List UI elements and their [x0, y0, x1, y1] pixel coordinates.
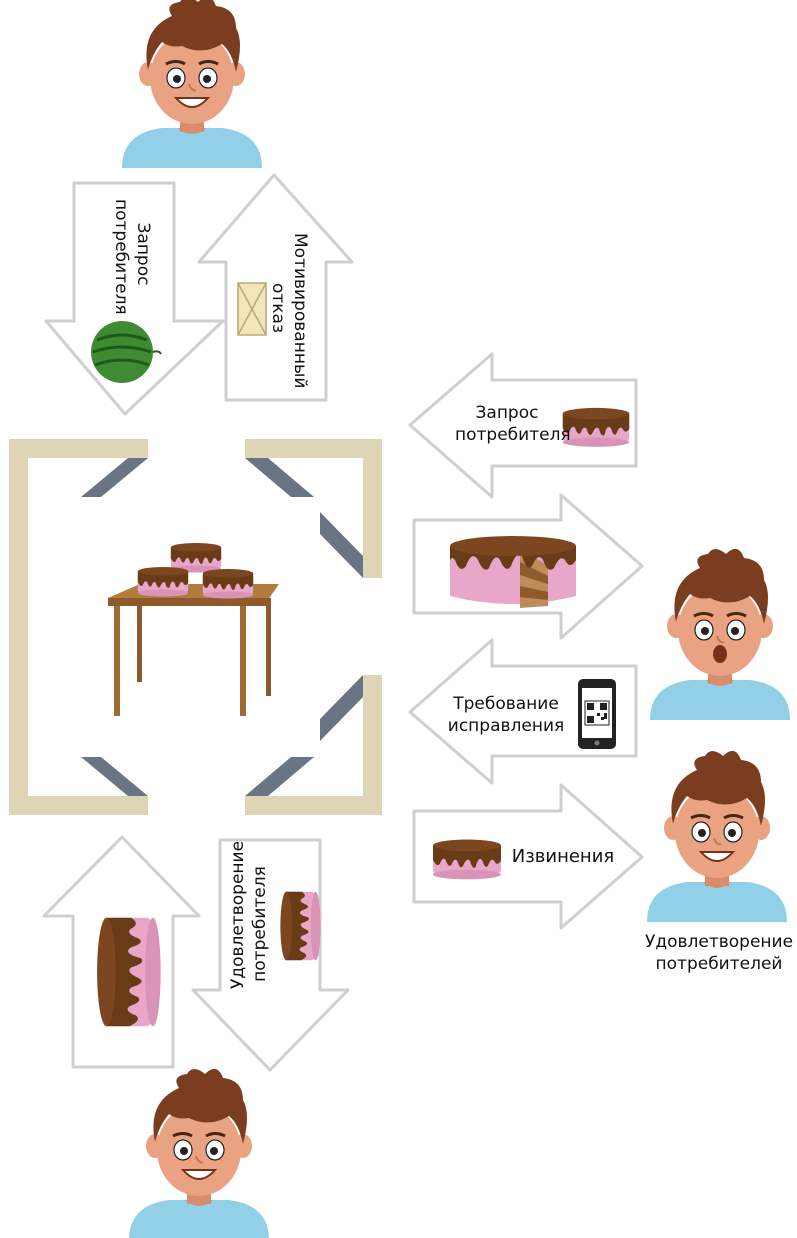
arrow-good-cake-up [42, 835, 201, 1069]
arrow-consumer-request-down [44, 181, 225, 416]
watermelon-icon [91, 321, 162, 383]
consumer-avatar-satisfied-right [647, 751, 787, 922]
label-line: Удовлетворение [644, 932, 794, 952]
label-consumer-satisfaction-left: Удовлетворение потребителя [227, 840, 271, 989]
consumer-avatar-top [122, 0, 262, 168]
cake-icon [280, 891, 321, 961]
label-consumer-request-right: Запрос потребителя [455, 402, 571, 446]
label-line: потребителя [111, 199, 131, 315]
arrow-consumer-request-left [408, 352, 638, 499]
phone-qr-icon [578, 679, 616, 749]
cake-icon [97, 917, 161, 1027]
arrow-satisfaction-down [191, 838, 350, 1072]
label-line: потребителя [250, 866, 270, 982]
label-consumers-satisfaction-right: Удовлетворение потребителей [643, 931, 795, 975]
label-line: Запрос [133, 222, 153, 286]
shop-frame [9, 439, 382, 815]
cake-icon [433, 839, 501, 880]
label-line: Запрос [475, 403, 539, 423]
label-line: Извинения [511, 846, 615, 867]
label-line: отказ [268, 282, 288, 334]
label-apology: Извинения [507, 846, 619, 868]
consumer-avatar-bottom [129, 1069, 269, 1238]
table-with-cakes [108, 543, 279, 716]
label-motivated-refusal: Мотивированный отказ [267, 233, 311, 389]
label-line: исправления [447, 716, 565, 736]
label-line: Требование [453, 694, 559, 714]
arrow-correction-demand-left [408, 638, 638, 785]
label-line: Удовлетворение [228, 840, 248, 989]
arrow-apology-right [412, 783, 644, 930]
envelope-icon [237, 282, 267, 336]
label-correction-demand: Требование исправления [440, 693, 572, 737]
cut-cake-icon [450, 536, 576, 608]
cake-icon [562, 407, 630, 447]
arrow-spoiled-cake-right [412, 493, 644, 640]
arrow-motivated-refusal-up [197, 173, 354, 402]
label-line: потребителя [455, 425, 571, 445]
label-consumer-request-top: Запрос потребителя [110, 199, 154, 315]
consumer-avatar-angry [648, 547, 792, 722]
label-line: Мотивированный [290, 233, 310, 389]
label-line: потребителей [655, 954, 783, 974]
